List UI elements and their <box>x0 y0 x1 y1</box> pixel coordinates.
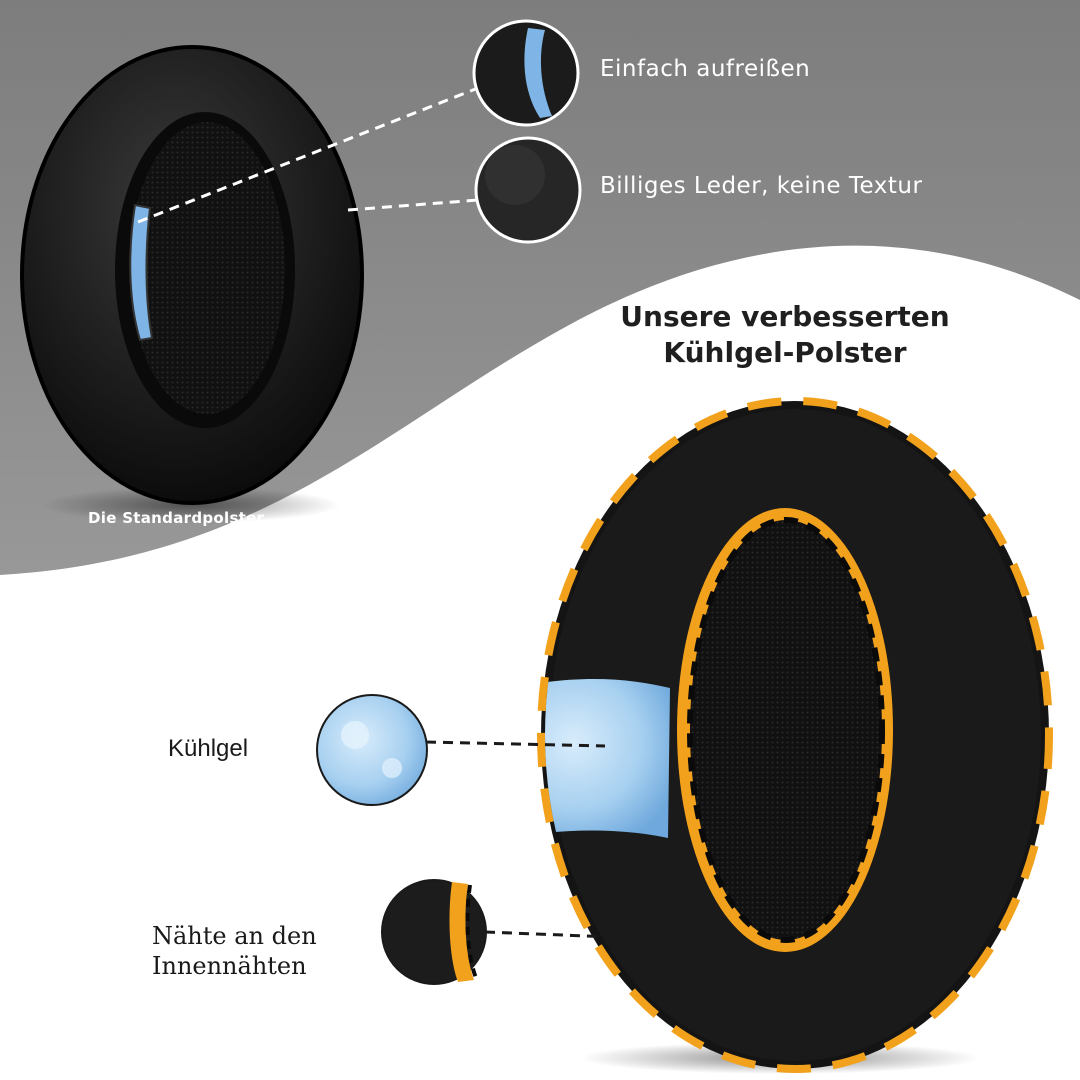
callout-line-stitching <box>484 930 691 942</box>
standard-pad-opening <box>129 122 285 414</box>
callout-line-gel <box>425 740 606 748</box>
standard-pad-torn-seam <box>129 203 154 342</box>
callout-line-leather <box>347 196 506 212</box>
callout-stitching-line-1: Nähte an den <box>152 922 317 950</box>
leather-closeup-icon <box>474 136 582 244</box>
standard-pad-shadow <box>40 487 340 523</box>
callout-line-seam <box>137 86 479 224</box>
headline-line-2: Kühlgel-Polster <box>663 336 907 369</box>
callout-cooling-gel-label: Kühlgel <box>168 735 249 762</box>
improved-pad-opening <box>687 517 885 943</box>
callout-stitching-line-2: Innennähten <box>152 952 307 980</box>
torn-seam-closeup-icon <box>472 19 580 127</box>
callout-easy-tear-label: Einfach aufreißen <box>600 56 811 82</box>
improved-pad-gel-cutaway <box>545 679 670 838</box>
improved-pad-headline: Unsere verbesserten Kühlgel-Polster <box>600 299 970 371</box>
standard-pad-caption: Die Standardpolster <box>88 509 265 527</box>
improved-ear-pad <box>537 397 1053 1074</box>
callout-cheap-leather-label: Billiges Leder, keine Textur <box>600 173 923 199</box>
standard-ear-pad <box>20 45 364 523</box>
cooling-gel-closeup-icon <box>316 694 428 806</box>
callout-stitching-label: Nähte an den Innennähten <box>152 921 317 981</box>
headline-line-1: Unsere verbesserten <box>620 300 950 333</box>
stitching-closeup-icon <box>381 879 487 985</box>
